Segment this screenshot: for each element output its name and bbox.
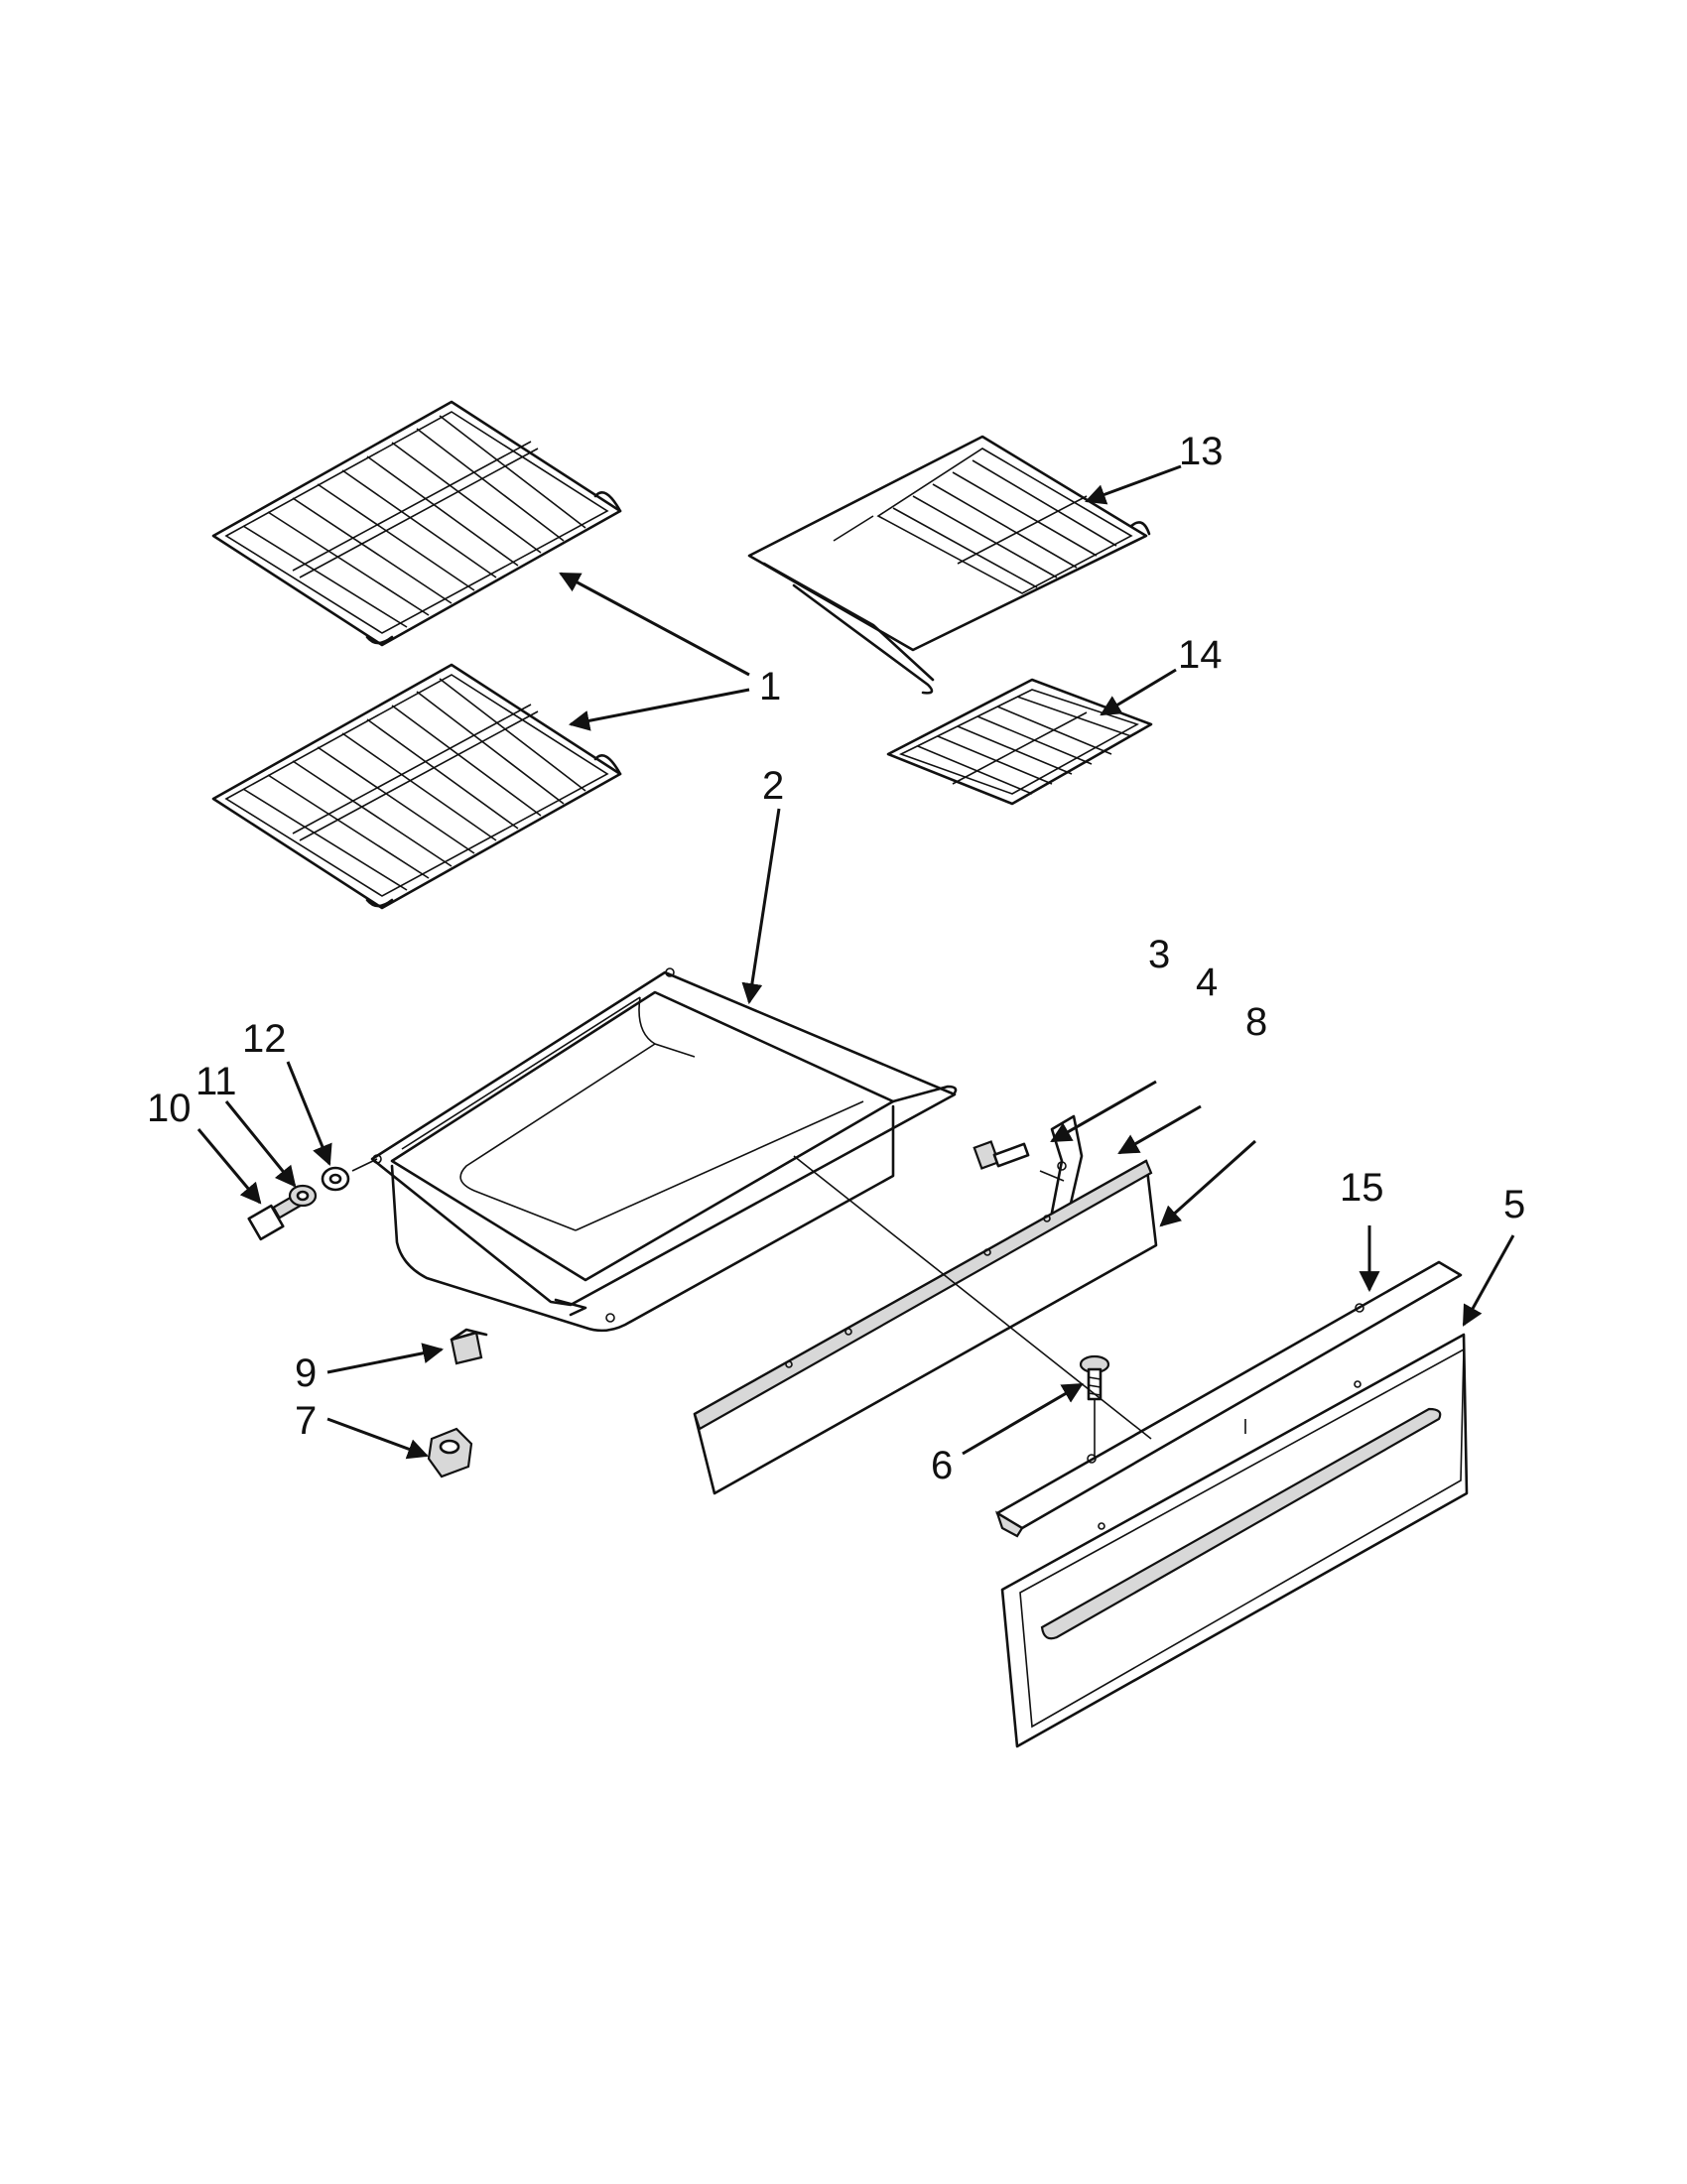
callout-12: 12 (242, 1017, 287, 1061)
callout-7: 7 (295, 1399, 317, 1443)
storage-drawer-pan (370, 967, 958, 1333)
callout-numbers: 1 2 3 4 8 12 11 10 15 5 9 7 6 13 14 (147, 430, 1525, 1487)
callout-5: 5 (1503, 1183, 1525, 1226)
callout-4: 4 (1196, 961, 1218, 1004)
drawer-front (1000, 1333, 1469, 1748)
callout-3: 3 (1148, 933, 1170, 976)
mounting-screw (1079, 1354, 1110, 1401)
oven-rack-upper (211, 400, 622, 647)
drawer-glide-block (450, 1328, 488, 1365)
callout-10: 10 (147, 1087, 192, 1130)
callout-14: 14 (1178, 633, 1223, 677)
roller-washer (321, 1166, 350, 1192)
drawer-panel (693, 1159, 1158, 1495)
leader-lines (196, 464, 1515, 1460)
callout-13: 13 (1179, 430, 1224, 473)
oven-rack-lower (211, 663, 622, 910)
callout-9: 9 (295, 1351, 317, 1395)
callout-11: 11 (195, 1060, 237, 1103)
callout-15: 15 (1340, 1166, 1384, 1210)
small-oven-rack (886, 678, 1153, 806)
callout-6: 6 (931, 1444, 953, 1487)
callout-8: 8 (1245, 1000, 1267, 1044)
split-oven-rack (747, 435, 1151, 695)
mounting-bolt (973, 1140, 1030, 1170)
hex-nut (427, 1427, 473, 1478)
roller-wheel (288, 1184, 318, 1208)
drawer-trim-channel (995, 1260, 1463, 1538)
callout-1: 1 (759, 665, 781, 708)
callout-2: 2 (762, 764, 784, 808)
